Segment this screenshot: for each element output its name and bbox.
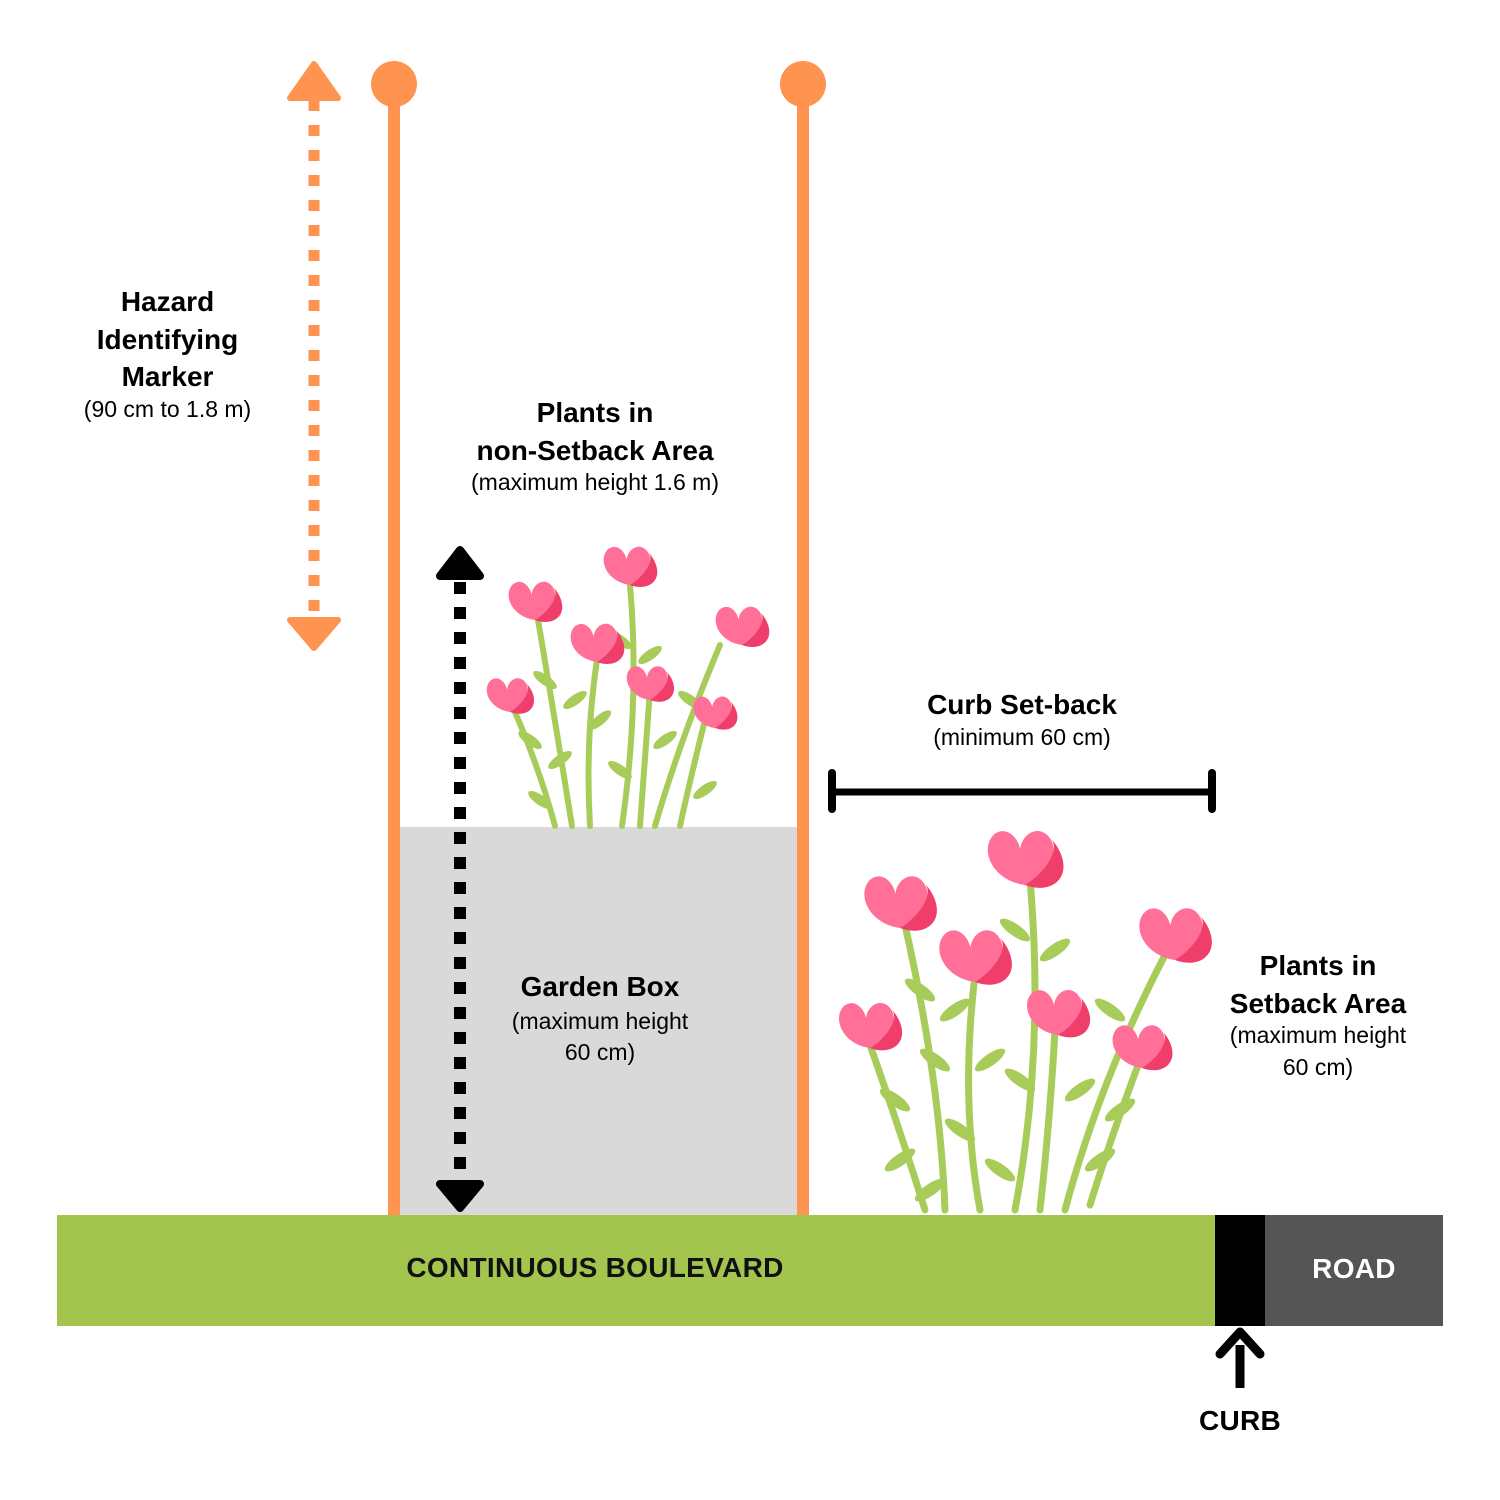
curb-setback-label: Curb Set-back (minimum 60 cm) bbox=[872, 688, 1172, 751]
hazard-range-note: (90 cm to 1.8 m) bbox=[83, 395, 252, 422]
non-setback-title-line: Plants in bbox=[536, 397, 654, 428]
road-label: ROAD bbox=[1312, 1253, 1396, 1284]
non-setback-note: (maximum height 1.6 m) bbox=[471, 469, 719, 496]
garden-box-note-line: 60 cm) bbox=[564, 1039, 636, 1066]
hazard-title-line: Marker bbox=[121, 361, 214, 393]
curb bbox=[1215, 1215, 1265, 1326]
continuous-boulevard bbox=[57, 1215, 1215, 1326]
garden-box-note-line: (maximum height bbox=[511, 1007, 689, 1034]
setback-note-line: 60 cm) bbox=[1282, 1053, 1354, 1080]
hazard-marker-post-left bbox=[371, 61, 417, 1218]
hazard-title-line: Hazard bbox=[120, 286, 215, 317]
non-setback-title-line: non-Setback Area bbox=[476, 434, 714, 466]
height-range-arrow-icon bbox=[436, 546, 484, 1212]
flower-plant-icon bbox=[486, 546, 770, 829]
hazard-marker-post-right bbox=[780, 61, 826, 1218]
setback-dimension-bar bbox=[828, 769, 1216, 813]
hazard-range-arrow-icon bbox=[287, 61, 341, 651]
garden-box-label: Garden Box (maximum height 60 cm) bbox=[470, 970, 730, 1067]
setback-note-line: (maximum height bbox=[1229, 1022, 1407, 1049]
plants-setback-label: Plants in Setback Area (maximum height 6… bbox=[1196, 949, 1440, 1081]
garden-box bbox=[400, 827, 797, 1217]
setback-title-line: Plants in bbox=[1259, 950, 1377, 981]
plants-non-setback-label: Plants in non-Setback Area (maximum heig… bbox=[430, 396, 760, 497]
hazard-marker-label: Hazard Identifying Marker (90 cm to 1.8 … bbox=[40, 285, 295, 423]
curb-setback-title: Curb Set-back bbox=[927, 689, 1117, 720]
boulevard-label: CONTINUOUS BOULEVARD bbox=[406, 1252, 784, 1283]
up-arrow-icon bbox=[1215, 1327, 1265, 1388]
hazard-title-line: Identifying bbox=[96, 323, 239, 355]
curb-label: CURB bbox=[1198, 1405, 1282, 1436]
road bbox=[1265, 1215, 1443, 1326]
flower-plant-icon bbox=[839, 831, 1212, 1214]
setback-title-line: Setback Area bbox=[1229, 987, 1407, 1019]
garden-box-title: Garden Box bbox=[520, 971, 680, 1002]
curb-setback-note: (minimum 60 cm) bbox=[933, 723, 1111, 750]
